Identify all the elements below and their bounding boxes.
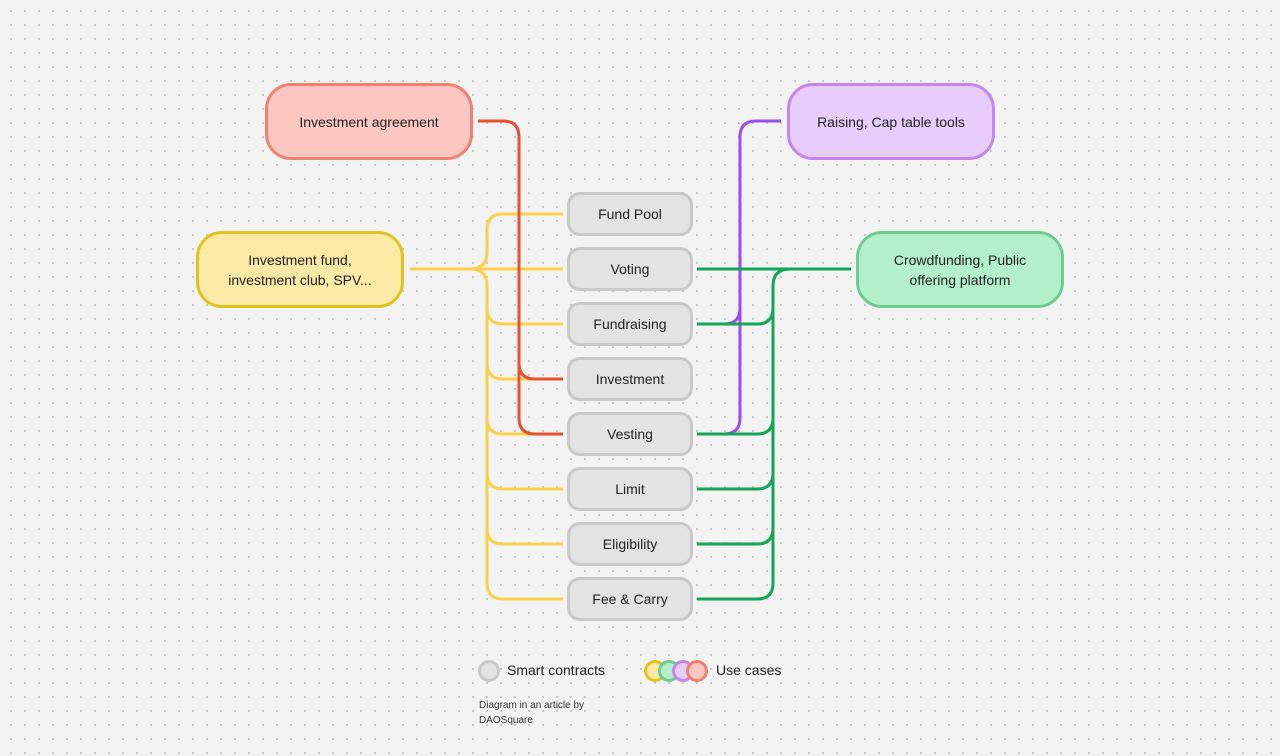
use-case-investment-agreement: Investment agreement <box>265 83 473 160</box>
credit-line-1: Diagram in an article by <box>479 700 585 711</box>
use-case-label: Investment agreement <box>299 113 439 130</box>
contract-label: Vesting <box>607 426 653 442</box>
use-case-label-line-2: offering platform <box>909 271 1011 288</box>
use-case-label-line-1: Investment fund, <box>248 251 352 268</box>
contract-label: Eligibility <box>602 536 658 552</box>
contract-label: Limit <box>615 481 645 497</box>
credit-line-2: DAOSquare <box>479 715 533 726</box>
contract-investment: Investment <box>567 357 693 401</box>
contract-label: Fee & Carry <box>592 591 668 607</box>
contract-label: Voting <box>610 261 650 277</box>
legend-swatch-red <box>686 660 708 682</box>
crowdfunding-connectors <box>697 267 851 601</box>
investment-agreement-connectors <box>478 119 563 436</box>
legend-smart-contracts-label: Smart contracts <box>507 662 606 678</box>
contract-vesting: Vesting <box>567 412 693 456</box>
contract-voting: Voting <box>567 247 693 291</box>
use-case-label: Raising, Cap table tools <box>817 113 965 130</box>
diagram-credit: Diagram in an article by DAOSquare <box>479 698 584 728</box>
contract-limit: Limit <box>567 467 693 511</box>
contract-fundraising: Fundraising <box>567 302 693 346</box>
use-case-raising-cap-table: Raising, Cap table tools <box>787 83 995 160</box>
use-case-label-line-1: Crowdfunding, Public <box>893 251 1027 268</box>
legend-smart-contract-swatch <box>478 660 500 682</box>
contract-label: Fund Pool <box>598 206 662 222</box>
legend-use-cases-label: Use cases <box>716 662 782 678</box>
raising-connectors <box>697 119 781 436</box>
contract-label: Fundraising <box>593 316 667 332</box>
contract-label: Investment <box>595 371 665 387</box>
use-case-label-line-2: investment club, SPV... <box>228 271 372 288</box>
investment-fund-connectors <box>410 212 563 601</box>
use-case-crowdfunding: Crowdfunding, Public offering platform <box>856 231 1064 308</box>
contract-fee-carry: Fee & Carry <box>567 577 693 621</box>
contract-eligibility: Eligibility <box>567 522 693 566</box>
use-case-investment-fund: Investment fund, investment club, SPV... <box>196 231 404 308</box>
contract-fund-pool: Fund Pool <box>567 192 693 236</box>
